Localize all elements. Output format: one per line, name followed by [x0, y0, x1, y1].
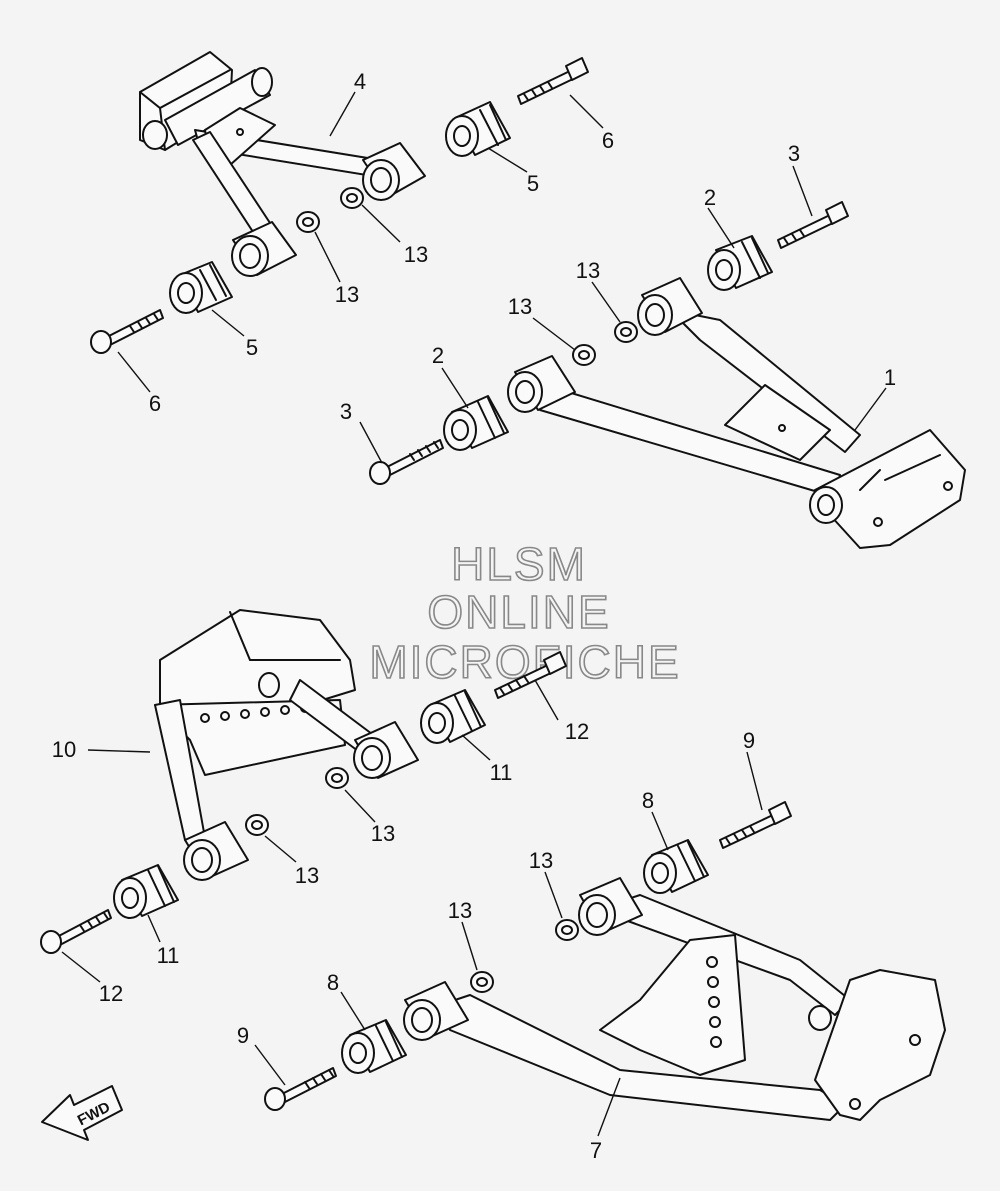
callout-12: 12 — [99, 981, 123, 1006]
callout-11: 11 — [490, 760, 513, 785]
nut-part-13-h — [470, 971, 494, 993]
nut-part-13-c — [572, 344, 596, 366]
bolt-part-9-lower — [264, 1067, 337, 1111]
bolt-part-12-upper — [494, 651, 567, 699]
callout-11: 11 — [157, 943, 180, 968]
bolt-part-3-upper — [777, 201, 849, 249]
bolt-part-12-lower — [40, 909, 112, 954]
upper-arm-right-part-1 — [507, 277, 966, 549]
callout-7: 7 — [590, 1138, 602, 1163]
callout-13: 13 — [576, 258, 600, 283]
bolt-part-6-upper — [517, 57, 589, 105]
callout-3: 3 — [340, 399, 352, 424]
bushing-part-11-lower — [113, 864, 179, 919]
callout-3: 3 — [788, 141, 800, 166]
nut-part-13-e — [325, 767, 349, 789]
lower-arm-left-part-10 — [154, 609, 419, 881]
bushing-part-2-lower — [443, 395, 509, 451]
callout-9: 9 — [743, 728, 755, 753]
nut-part-13-b — [296, 211, 320, 233]
callout-6: 6 — [149, 391, 161, 416]
bushing-part-2-upper — [707, 235, 773, 291]
bushing-part-5-upper — [445, 101, 511, 157]
callout-13: 13 — [448, 898, 472, 923]
callout-13: 13 — [295, 863, 319, 888]
callout-13: 13 — [404, 242, 428, 267]
callout-6: 6 — [602, 128, 614, 153]
callout-5: 5 — [527, 171, 539, 196]
callout-13: 13 — [529, 848, 553, 873]
callout-2: 2 — [432, 343, 444, 368]
callout-labels: 4 6 5 13 13 5 6 3 2 13 13 2 3 1 10 12 11… — [52, 69, 896, 1163]
bolt-part-6-lower — [90, 309, 164, 354]
bushing-part-8-upper — [643, 839, 709, 894]
upper-arm-left-part-4 — [139, 51, 426, 277]
leader-lines — [61, 91, 887, 1137]
nut-part-13-a — [340, 187, 364, 209]
callout-12: 12 — [565, 719, 589, 744]
callout-8: 8 — [327, 970, 339, 995]
watermark-line-2: ONLINE — [427, 586, 610, 638]
callout-9: 9 — [237, 1023, 249, 1048]
callout-10: 10 — [52, 737, 76, 762]
fwd-direction-arrow: FWD — [41, 1085, 123, 1141]
bushing-part-11-upper — [420, 689, 486, 744]
bolt-part-9-upper — [719, 801, 792, 849]
bushing-part-5-lower — [169, 261, 233, 314]
nut-part-13-d — [614, 321, 638, 343]
bolt-part-3-lower — [369, 439, 444, 485]
bushing-part-8-lower — [341, 1019, 407, 1074]
nut-part-13-f — [245, 814, 269, 836]
callout-13: 13 — [508, 294, 532, 319]
callout-13: 13 — [335, 282, 359, 307]
callout-8: 8 — [642, 788, 654, 813]
callout-2: 2 — [704, 185, 716, 210]
nut-part-13-g — [555, 919, 579, 941]
callout-5: 5 — [246, 335, 258, 360]
callout-4: 4 — [354, 69, 366, 94]
watermark-line-1: HLSM — [451, 538, 587, 590]
callout-13: 13 — [371, 821, 395, 846]
lower-arm-right-part-7 — [403, 877, 946, 1121]
callout-1: 1 — [884, 365, 896, 390]
watermark: HLSM ONLINE MICROFICHE — [369, 537, 680, 689]
